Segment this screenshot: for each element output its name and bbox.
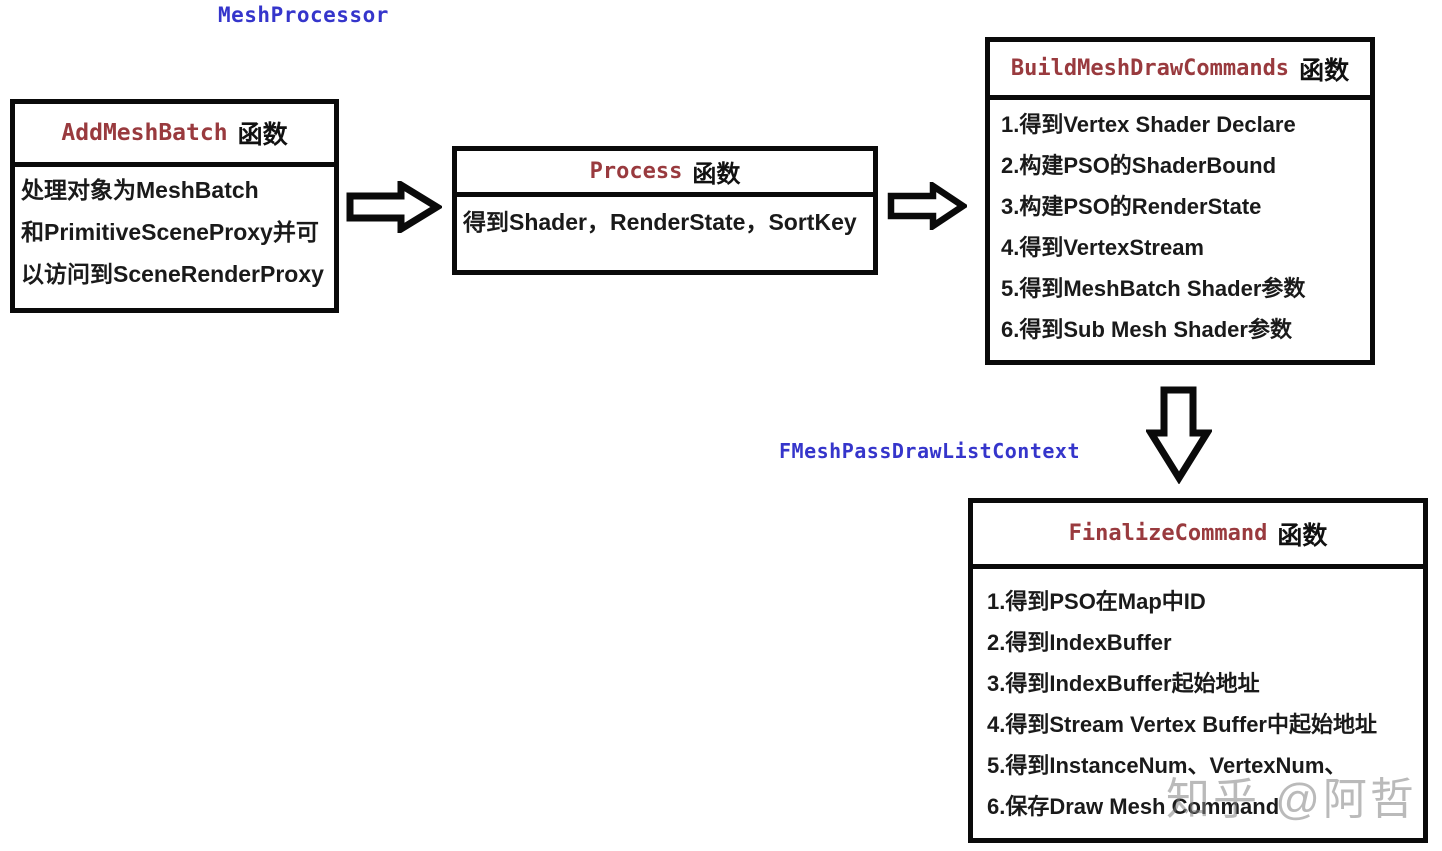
build-mesh-draw-commands-title: BuildMeshDrawCommands 函数 — [990, 42, 1370, 100]
list-item: 3.构建PSO的RenderState — [1001, 194, 1262, 219]
list-item: 4.得到VertexStream — [1001, 235, 1204, 260]
flow-arrow-down-icon — [1144, 386, 1214, 489]
body-line: 得到Shader，RenderState，SortKey — [463, 209, 857, 235]
process-box: Process 函数 得到Shader，RenderState，SortKey — [452, 146, 878, 275]
finalize-command-title-code: FinalizeCommand — [1068, 521, 1268, 546]
process-title: Process 函数 — [457, 151, 873, 197]
list-item: 6.保存Draw Mesh Command — [987, 794, 1280, 819]
finalize-command-body: 1.得到PSO在Map中ID 2.得到IndexBuffer 3.得到Index… — [973, 569, 1423, 827]
list-item: 2.得到IndexBuffer — [987, 630, 1172, 655]
build-mesh-draw-commands-body: 1.得到Vertex Shader Declare 2.构建PSO的Shader… — [990, 100, 1370, 350]
finalize-command-box: FinalizeCommand 函数 1.得到PSO在Map中ID 2.得到In… — [968, 498, 1428, 843]
process-title-suffix: 函数 — [692, 161, 741, 188]
add-mesh-batch-box: AddMeshBatch 函数 处理对象为MeshBatch 和Primitiv… — [10, 99, 339, 313]
finalize-command-title-suffix: 函数 — [1277, 521, 1328, 550]
add-mesh-batch-body: 处理对象为MeshBatch 和PrimitiveSceneProxy并可 以访… — [15, 167, 334, 295]
list-item: 4.得到Stream Vertex Buffer中起始地址 — [987, 712, 1377, 737]
list-item: 5.得到MeshBatch Shader参数 — [1001, 276, 1306, 301]
zhihu-watermark: 知乎 @阿哲 — [1166, 775, 1417, 824]
list-item: 2.构建PSO的ShaderBound — [1001, 153, 1277, 178]
add-mesh-batch-title-suffix: 函数 — [237, 121, 288, 149]
list-item: 6.得到Sub Mesh Shader参数 — [1001, 317, 1292, 342]
build-mesh-draw-commands-title-code: BuildMeshDrawCommands — [1010, 56, 1290, 81]
flow-arrow-right-icon — [346, 178, 444, 238]
list-item: 3.得到IndexBuffer起始地址 — [987, 671, 1260, 696]
mesh-processor-label: MeshProcessor — [218, 3, 389, 27]
build-mesh-draw-commands-box: BuildMeshDrawCommands 函数 1.得到Vertex Shad… — [985, 37, 1375, 365]
flow-arrow-right-icon — [887, 179, 969, 235]
list-item: 1.得到PSO在Map中ID — [987, 589, 1206, 614]
add-mesh-batch-title-code: AddMeshBatch — [61, 120, 228, 146]
list-item: 5.得到InstanceNum、VertexNum、 — [987, 753, 1347, 778]
add-mesh-batch-title: AddMeshBatch 函数 — [15, 104, 334, 167]
build-mesh-draw-commands-title-suffix: 函数 — [1299, 56, 1350, 85]
list-item: 1.得到Vertex Shader Declare — [1001, 112, 1296, 137]
finalize-command-title: FinalizeCommand 函数 — [973, 503, 1423, 569]
body-line: 处理对象为MeshBatch — [21, 177, 259, 203]
process-body: 得到Shader，RenderState，SortKey — [457, 197, 873, 243]
body-line: 和PrimitiveSceneProxy并可 — [21, 219, 319, 245]
process-title-code: Process — [589, 159, 683, 184]
body-line: 以访问到SceneRenderProxy — [21, 261, 324, 287]
fmesh-pass-draw-list-context-label: FMeshPassDrawListContext — [779, 439, 1080, 463]
